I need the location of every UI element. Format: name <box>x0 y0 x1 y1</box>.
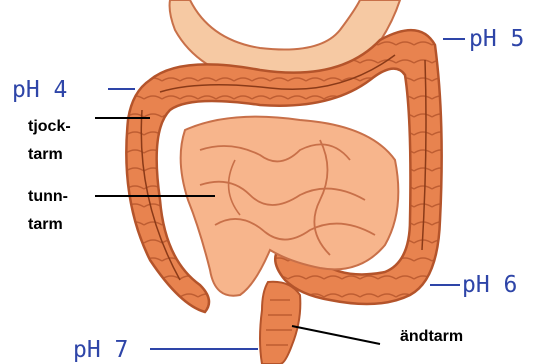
tjocktarm-label-line2: tarm <box>28 146 63 163</box>
leader-andtarm <box>292 326 380 344</box>
ph-4-label: pH 4 <box>12 77 67 103</box>
tunntarm-label-line2: tarm <box>28 216 63 233</box>
tunntarm-label-line1: tunn- <box>28 188 68 205</box>
ph-6-label: pH 6 <box>462 272 517 298</box>
tjocktarm-label-line1: tjock- <box>28 118 71 135</box>
ph-5-label: pH 5 <box>469 26 524 52</box>
ph-7-label: pH 7 <box>73 337 128 363</box>
rectum <box>260 282 300 364</box>
andtarm-label: ändtarm <box>400 328 463 345</box>
